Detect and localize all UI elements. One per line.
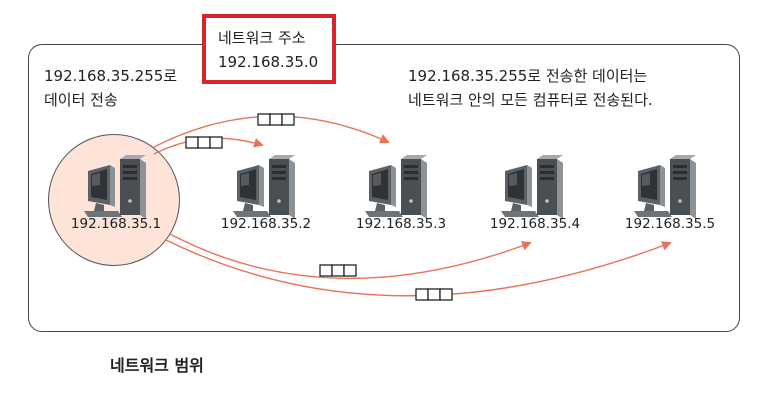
data-packet-icon (257, 113, 295, 126)
network-address-title: 네트워크 주소 (218, 29, 306, 47)
network-address-box: 네트워크 주소 192.168.35.0 (202, 14, 336, 84)
broadcast-note: 192.168.35.255로 전송한 데이터는 네트워크 안의 모든 컴퓨터로… (408, 64, 653, 112)
network-range-boundary (28, 44, 740, 332)
desktop-computer-icon (634, 155, 696, 219)
arrow-to-host-5 (165, 239, 672, 297)
desktop-computer-icon (84, 155, 146, 219)
arrow-to-host-4 (169, 233, 532, 280)
desktop-computer-icon (501, 155, 563, 219)
host-ip-2: 192.168.35.2 (220, 216, 312, 232)
desktop-computer-icon (365, 155, 427, 219)
network-address-value: 192.168.35.0 (218, 53, 319, 71)
host-ip-5: 192.168.35.5 (624, 216, 716, 232)
data-packet-icon (185, 136, 223, 149)
data-packet-icon (319, 264, 357, 277)
host-ip-4: 192.168.35.4 (489, 216, 581, 232)
broadcast-note-line2: 네트워크 안의 모든 컴퓨터로 전송된다. (408, 91, 653, 109)
data-packet-icon (415, 288, 453, 301)
sender-note: 192.168.35.255로 데이터 전송 (44, 64, 177, 112)
network-range-label: 네트워크 범위 (110, 356, 204, 375)
sender-highlight-circle (48, 134, 180, 266)
broadcast-note-line1: 192.168.35.255로 전송한 데이터는 (408, 67, 648, 85)
sender-note-line2: 데이터 전송 (44, 91, 118, 109)
desktop-computer-icon (233, 155, 295, 219)
sender-note-line1: 192.168.35.255로 (44, 67, 178, 85)
host-ip-1: 192.168.35.1 (70, 216, 162, 232)
host-ip-3: 192.168.35.3 (355, 216, 447, 232)
